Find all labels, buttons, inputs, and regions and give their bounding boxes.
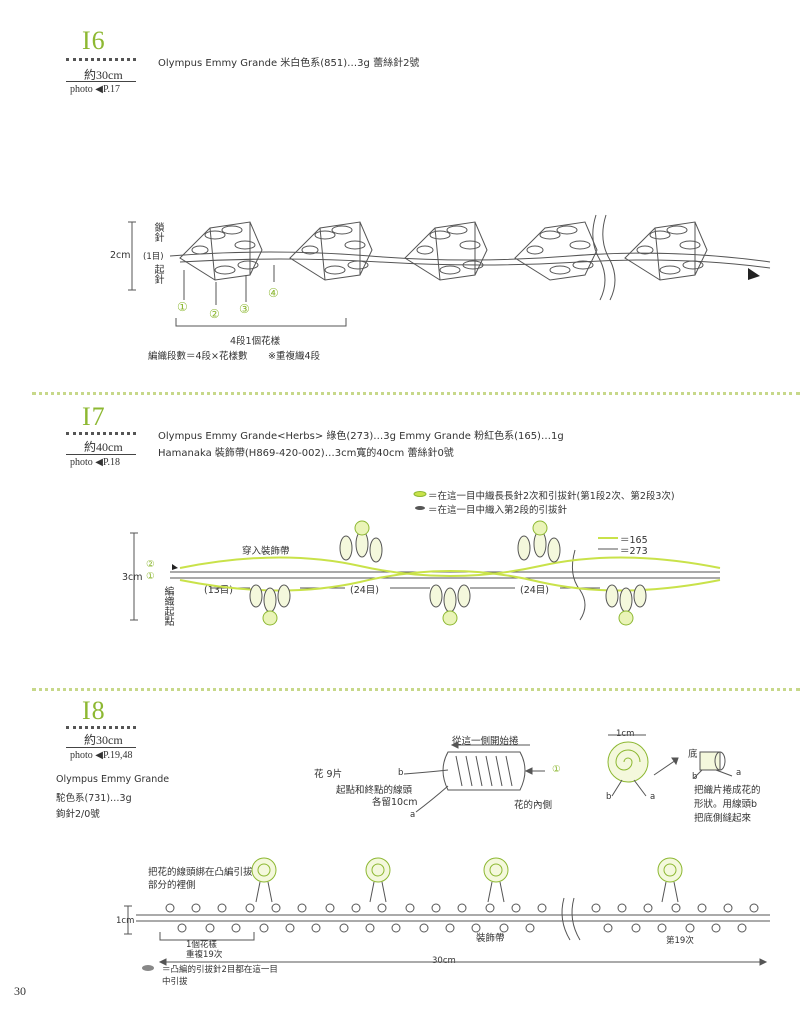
start-label: 起針 bbox=[152, 264, 163, 284]
inner-side-label: 花的內側 bbox=[514, 800, 553, 811]
motif-3 bbox=[404, 221, 488, 281]
motif-4 bbox=[514, 221, 598, 281]
start-chain-label: 鎖針 bbox=[152, 222, 163, 242]
arrow-left-icon: ◀ bbox=[95, 457, 103, 468]
materials-2: Hamanaka 裝飾帶(H869-420-002)…3cm寬的40cm 蕾絲針… bbox=[158, 448, 454, 459]
material-3: 鉤針2/0號 bbox=[56, 809, 100, 820]
finished-size: 約40cm bbox=[84, 440, 123, 454]
rose-flower-2 bbox=[365, 857, 391, 903]
photo-label: photo bbox=[70, 84, 93, 95]
roll-instructions: 把織片捲成花的形狀。用線頭b把底側縫起來 bbox=[694, 785, 761, 824]
page-number: 30 bbox=[14, 984, 26, 998]
legend: ＝凸編的引拔針2目都在這一目中引拔 bbox=[162, 965, 278, 987]
flower-motif-top-2 bbox=[517, 520, 561, 563]
color-165: ＝165 bbox=[620, 535, 648, 546]
photo-page: P.18 bbox=[102, 457, 120, 468]
nth-label: 第19次 bbox=[666, 936, 694, 946]
leave-10-label: 各留10cm bbox=[372, 797, 418, 808]
thread-b: b bbox=[398, 768, 404, 778]
rows-formula: 編織段數＝4段×花樣數 bbox=[148, 351, 248, 362]
thread-ends-label: 起點和終點的線頭 bbox=[336, 785, 413, 796]
color-273: ＝273 bbox=[620, 546, 648, 557]
bottom-label: 底 bbox=[688, 749, 698, 760]
photo-ref[interactable]: photo ◀P.19,48 bbox=[70, 750, 132, 761]
flower-count: 花 9片 bbox=[314, 769, 343, 780]
roll-start-label: 從這一側開始捲 bbox=[452, 736, 519, 747]
finished-size: 約30cm bbox=[84, 733, 123, 747]
repeat-note: ※重複織4段 bbox=[268, 351, 321, 362]
photo-page: P.19,48 bbox=[102, 750, 133, 761]
ribbon-label: 穿入裝飾帶 bbox=[242, 546, 290, 557]
arrow-left-icon: ◀ bbox=[95, 750, 103, 761]
count-13: (13目) bbox=[204, 585, 234, 596]
flower-motif-bottom-1 bbox=[249, 584, 291, 626]
count-24: (24目) bbox=[520, 585, 550, 596]
height-label: 1cm bbox=[116, 916, 135, 926]
materials: Olympus Emmy Grande 米白色系(851)…3g 蕾絲針2號 bbox=[158, 58, 420, 69]
thread-a: a bbox=[650, 792, 656, 802]
width-label: 30cm bbox=[432, 956, 456, 966]
motif-1 bbox=[179, 221, 263, 281]
flower-motif-bottom-2 bbox=[429, 584, 471, 626]
rose-flower-1 bbox=[251, 857, 277, 903]
photo-label: photo bbox=[70, 750, 93, 761]
thread-a: a bbox=[410, 810, 416, 820]
start-label: 編織起點 bbox=[162, 586, 173, 626]
row-mark: ② bbox=[209, 307, 220, 321]
height-label: 3cm bbox=[122, 572, 143, 583]
photo-label: photo bbox=[70, 457, 93, 468]
tie-instructions: 把花的線頭綁在凸編引拔部分的裡側 bbox=[148, 867, 253, 891]
rule bbox=[66, 454, 136, 455]
thread-a: a bbox=[736, 768, 742, 778]
motif-5 bbox=[624, 221, 708, 281]
start-chain-count: (1目) bbox=[143, 252, 164, 262]
count-24: (24目) bbox=[350, 585, 380, 596]
section-16-number: I6 bbox=[82, 26, 106, 55]
materials-1: Olympus Emmy Grande<Herbs> 綠色(273)…3g Em… bbox=[158, 431, 564, 442]
motif-2 bbox=[289, 221, 373, 281]
legend-2: ＝在這一目中織入第2段的引拔針 bbox=[428, 505, 568, 516]
row-mark: ① bbox=[146, 571, 155, 582]
section-18-number: I8 bbox=[82, 696, 106, 725]
dotted-rule bbox=[66, 58, 136, 61]
rose-flower-4 bbox=[657, 857, 683, 903]
thread-b: b bbox=[606, 792, 612, 802]
flower-motif-bottom-3 bbox=[605, 584, 647, 626]
section-divider bbox=[32, 688, 800, 691]
material-2: 駝色系(731)…3g bbox=[56, 793, 132, 804]
one-cm-label: 1cm bbox=[616, 729, 635, 739]
row-mark: ② bbox=[146, 559, 155, 570]
section-divider bbox=[32, 392, 800, 395]
dotted-rule bbox=[66, 432, 136, 435]
row-mark: ① bbox=[177, 300, 188, 314]
rule bbox=[66, 81, 136, 82]
dotted-rule bbox=[66, 726, 136, 729]
finished-size: 約30cm bbox=[84, 68, 123, 82]
row-mark: ④ bbox=[268, 286, 279, 300]
row-mark: ③ bbox=[239, 302, 250, 316]
arrow-left-icon: ◀ bbox=[95, 84, 103, 95]
diagram-16 bbox=[128, 214, 771, 327]
photo-page: P.17 bbox=[102, 84, 120, 95]
repeat-label: 1個花樣 bbox=[186, 940, 217, 950]
repeat-label: 重複19次 bbox=[186, 950, 223, 960]
flower-motif-top-1 bbox=[339, 520, 383, 563]
height-label: 2cm bbox=[110, 250, 131, 261]
pattern-note: 4段1個花樣 bbox=[230, 336, 281, 347]
legend-1: ＝在這一目中織長長針2次和引拔針(第1段2次、第2段3次) bbox=[428, 491, 675, 502]
section-17-number: I7 bbox=[82, 402, 106, 431]
rose-flower-3 bbox=[483, 857, 509, 903]
material-1: Olympus Emmy Grande bbox=[56, 774, 170, 785]
rule bbox=[66, 747, 136, 748]
ribbon-label: 裝飾帶 bbox=[476, 933, 505, 944]
picots bbox=[165, 903, 759, 933]
row-mark: ① bbox=[552, 764, 561, 775]
photo-ref[interactable]: photo ◀P.17 bbox=[70, 84, 120, 95]
photo-ref[interactable]: photo ◀P.18 bbox=[70, 457, 120, 468]
